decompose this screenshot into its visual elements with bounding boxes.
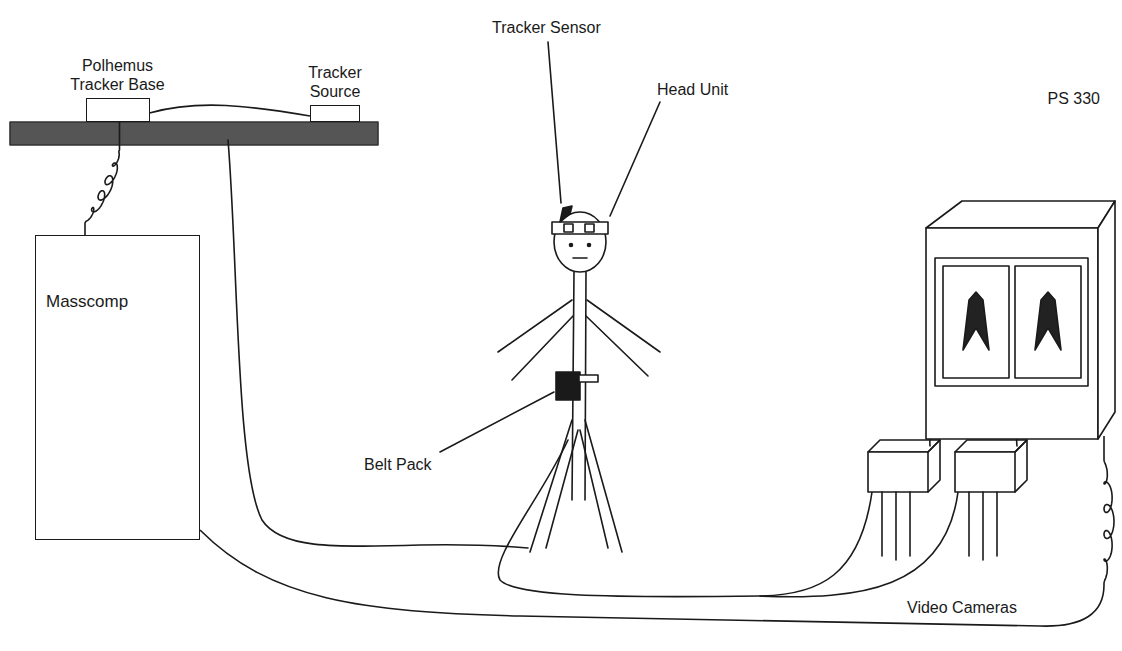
device-box xyxy=(86,98,150,122)
camera-cable xyxy=(498,440,872,597)
display-cabinet xyxy=(925,200,1116,440)
part-label: Video Cameras xyxy=(905,598,1019,617)
tracker-cable xyxy=(228,140,528,548)
device-box xyxy=(310,105,360,122)
node-text: Tracker Source xyxy=(290,63,380,101)
node-text: Polhemus Tracker Base xyxy=(70,56,165,94)
shelf xyxy=(10,122,378,145)
cable xyxy=(85,122,120,235)
belt-pack xyxy=(556,372,580,400)
cable xyxy=(200,436,1114,626)
leader-line xyxy=(440,392,554,452)
node-text: PS 330 xyxy=(925,89,1116,108)
tracker-base: Polhemus Tracker Base xyxy=(70,56,165,122)
camera-cable xyxy=(760,492,958,597)
cable xyxy=(150,105,311,116)
video-camera xyxy=(868,420,950,560)
node-text: Masscomp xyxy=(46,292,189,311)
part-label: Tracker Sensor xyxy=(490,18,603,37)
part-label: Belt Pack xyxy=(362,455,434,474)
display-unit: PS 330 xyxy=(925,89,1116,440)
tracker-source: Tracker Source xyxy=(290,63,380,122)
leader-line xyxy=(610,102,660,216)
stick-figure xyxy=(498,206,660,552)
video-camera xyxy=(955,420,1032,560)
leader-line xyxy=(548,42,561,203)
part-label: Head Unit xyxy=(655,80,730,99)
computer-box: Masscomp xyxy=(35,235,200,540)
